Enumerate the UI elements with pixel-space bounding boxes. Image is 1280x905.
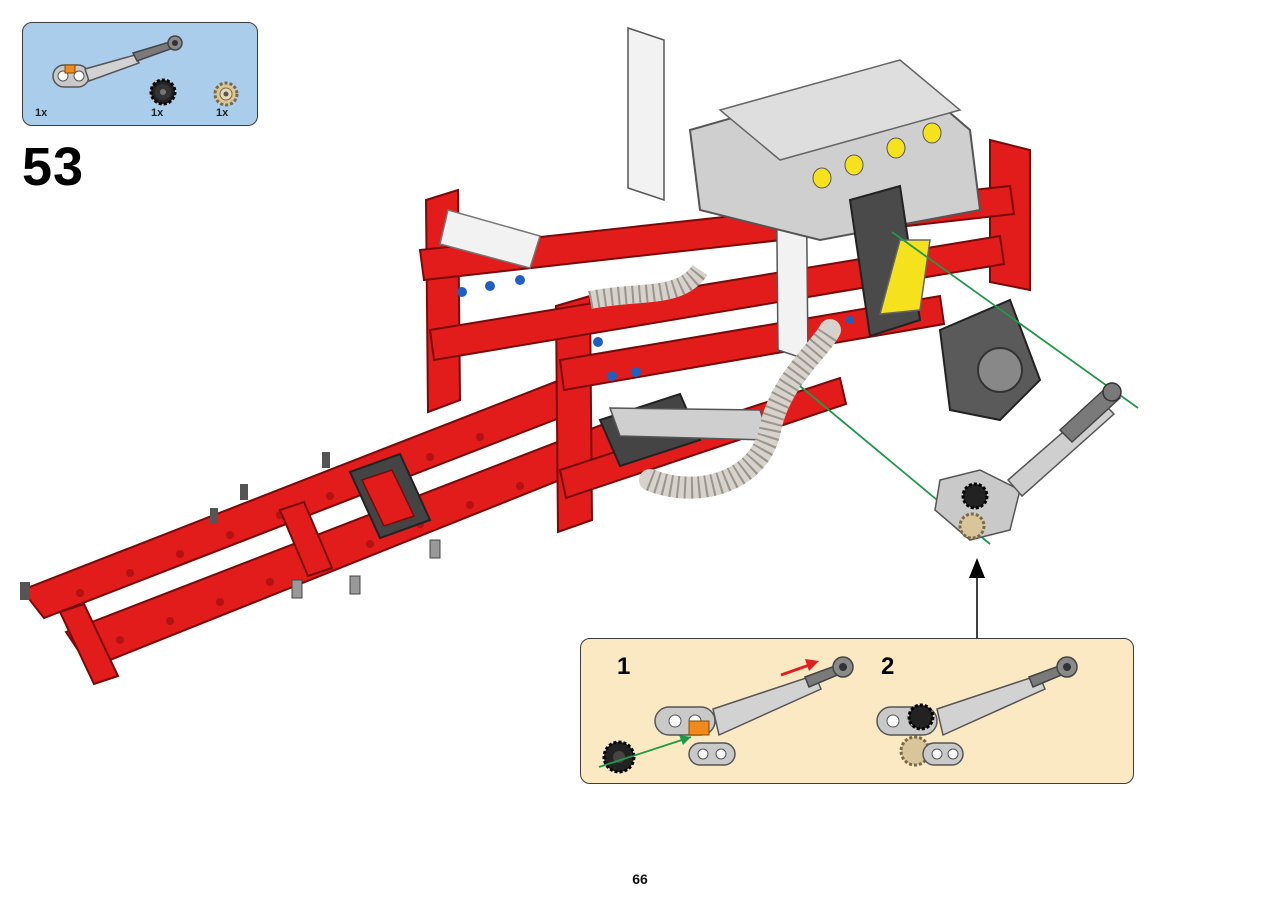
sub-step-1-illustration: [598, 656, 854, 774]
part-black-gear-qty: 1x: [151, 107, 164, 119]
page-number: 66: [632, 871, 648, 887]
part-link-image: [52, 35, 183, 88]
part-black-gear-image: [149, 78, 177, 106]
engine-block: [688, 59, 982, 242]
parts-list-box: 1x 1x 1x: [22, 22, 258, 126]
part-tan-gear-image: [213, 81, 239, 107]
added-link-part: [934, 382, 1122, 541]
arrow-up-icon: [969, 558, 985, 638]
sub-step-2-illustration: [876, 656, 1078, 767]
insert-arrow-icon: [598, 735, 692, 768]
sub-assembly-box: 1 2: [580, 638, 1134, 784]
push-arrow-icon: [780, 659, 819, 677]
part-link-qty: 1x: [35, 107, 48, 119]
step-number: 53: [22, 137, 85, 197]
part-tan-gear-qty: 1x: [216, 107, 229, 119]
sub-step-2-number: 2: [881, 653, 895, 680]
sub-step-1-number: 1: [617, 653, 631, 680]
